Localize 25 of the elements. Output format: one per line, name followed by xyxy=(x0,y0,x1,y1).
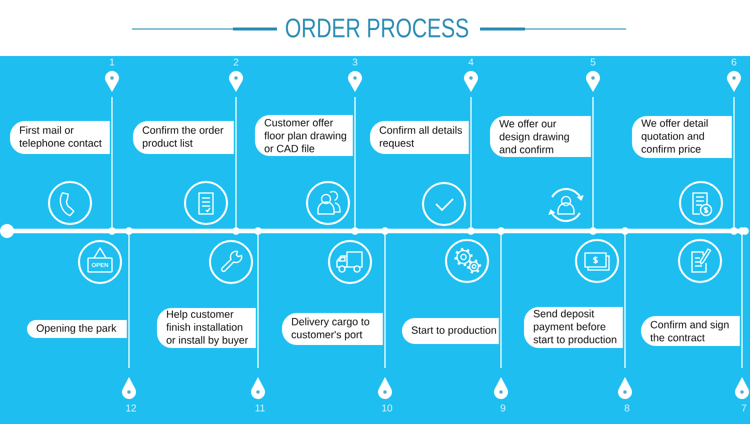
step-bubble: Send deposit payment before start to production xyxy=(524,307,623,348)
step-number: 7 xyxy=(742,404,746,412)
step-number: 4 xyxy=(468,58,474,66)
step-number: 12 xyxy=(126,404,136,412)
step-bubble: Customer offer floor plan drawing or CAD file xyxy=(255,115,353,156)
step-number: 3 xyxy=(352,58,358,66)
step-bubble: Help customer finish installation or install by buyer xyxy=(157,308,256,348)
step-bubble: Delivery cargo to customer's port xyxy=(282,313,383,345)
step-number: 9 xyxy=(500,404,506,412)
step-number: 10 xyxy=(382,404,392,412)
step-bubble: Confirm the order product list xyxy=(133,121,234,154)
step-bubble: Confirm and sign the contract xyxy=(641,316,740,346)
step-number: 1 xyxy=(110,58,114,66)
step-bubble: We offer detail quotation and confirm price xyxy=(632,116,732,158)
step-number: 8 xyxy=(624,404,630,412)
step-number: 5 xyxy=(590,58,596,66)
step-bubble: Confirm all details request xyxy=(370,121,469,154)
step-number: 6 xyxy=(732,58,736,66)
step-number: 11 xyxy=(256,404,265,412)
step-bubble: Opening the park xyxy=(27,320,127,338)
step-number: 2 xyxy=(234,58,238,66)
title: ORDER PROCESS xyxy=(286,18,468,38)
step-bubble: We offer our design drawing and confirm xyxy=(490,116,591,157)
step-bubble: First mail or telephone contact xyxy=(10,121,110,154)
step-bubble: Start to production xyxy=(402,318,499,344)
